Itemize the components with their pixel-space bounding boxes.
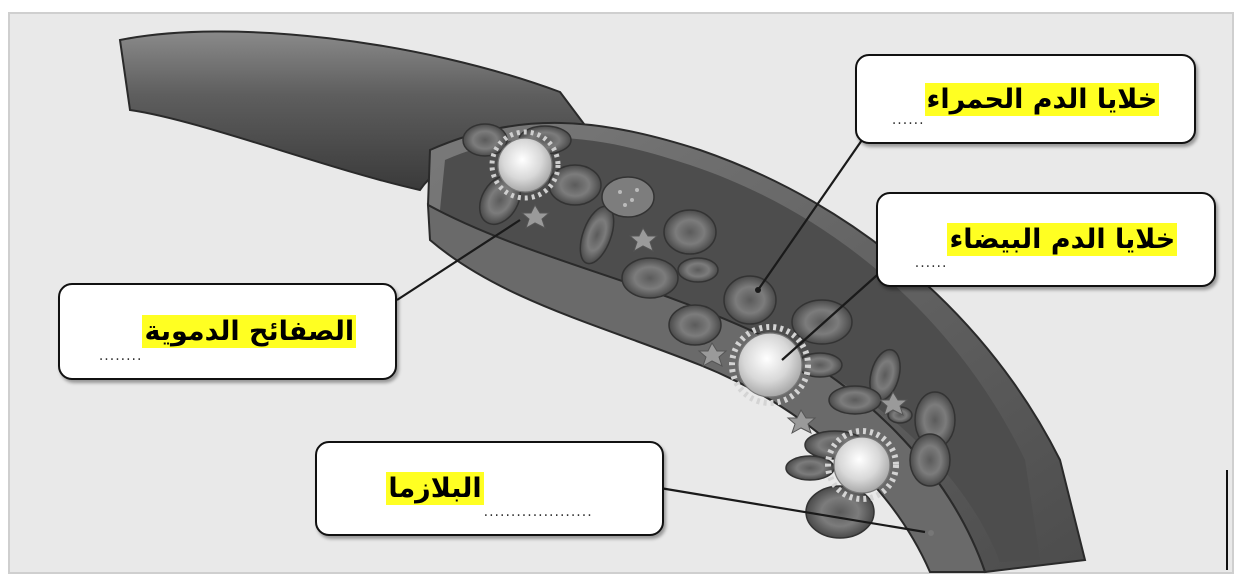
white-cell-1: [489, 129, 561, 201]
text-cursor-bar: [1226, 470, 1228, 570]
leader-lines: [396, 139, 926, 534]
label-dots-white-blood-cells: ......: [914, 255, 948, 271]
spotted-cell: [601, 176, 655, 218]
white-cell-3: [825, 428, 899, 502]
label-box-white-blood-cells: خلايا الدم البيضاء ......: [876, 192, 1216, 287]
label-plasma: البلازما: [386, 472, 484, 505]
label-platelets: الصفائح الدموية: [142, 315, 357, 348]
label-dots-red-blood-cells: ......: [891, 112, 925, 128]
white-cell-2: [729, 324, 811, 406]
label-box-plasma: .................... البلازما: [315, 441, 664, 536]
label-dots-platelets: ........: [98, 348, 143, 364]
label-white-blood-cells: خلايا الدم البيضاء: [947, 223, 1178, 256]
label-red-blood-cells: خلايا الدم الحمراء: [924, 82, 1160, 116]
platelets: [520, 203, 909, 435]
label-dots-plasma-right: ....................: [483, 504, 593, 520]
label-box-red-blood-cells: خلايا الدم الحمراء ......: [855, 54, 1196, 144]
white-blood-cells: [489, 129, 899, 502]
label-box-platelets: الصفائح الدموية ........: [58, 283, 397, 380]
